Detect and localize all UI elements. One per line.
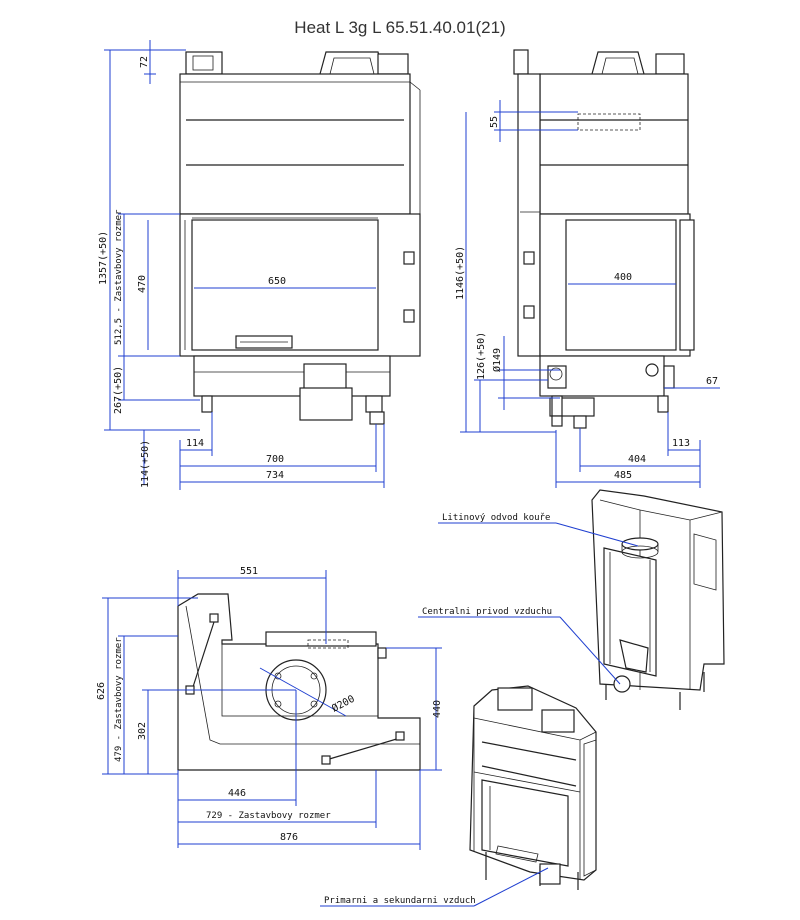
dim-440: 440: [432, 700, 443, 718]
dim-485: 485: [614, 470, 632, 481]
dim-267: 267(+50): [113, 366, 124, 414]
dim-479: 479 - Zastavbovy rozmer: [114, 637, 124, 762]
front-view: 72 1357(+50) 512,5 - Zastavbovy rozmer 4…: [98, 40, 421, 490]
dim-626: 626: [96, 682, 107, 700]
dim-876: 876: [280, 832, 298, 843]
drawing-title: Heat L 3g L 65.51.40.01(21): [294, 18, 506, 37]
dim-1146: 1146(+50): [455, 246, 466, 300]
dim-470: 470: [137, 275, 148, 293]
dim-551: 551: [240, 566, 258, 577]
dim-700: 700: [266, 454, 284, 465]
dim-446: 446: [228, 788, 246, 799]
dim-55: 55: [489, 116, 500, 128]
label-air-primary: Primarni a sekundarni vzduch: [324, 896, 476, 906]
front-dimensions: 72 1357(+50) 512,5 - Zastavbovy rozmer 4…: [98, 40, 385, 490]
callouts: Litinový odvod kouře Centralni privod vz…: [320, 513, 639, 907]
plan-view: 551 626 479 - Zastavbovy rozmer 302 Ø200…: [96, 566, 443, 850]
dim-1357: 1357(+50): [98, 231, 109, 285]
dim-149: Ø149: [491, 348, 503, 372]
dim-72: 72: [139, 56, 150, 68]
iso-view-bottom: [469, 685, 597, 890]
dim-114: 114: [186, 438, 204, 449]
dim-512: 512,5 - Zastavbovy rozmer: [114, 209, 124, 345]
side-view: 55 1146(+50) 400 126(+50) Ø149 67 113 40…: [455, 49, 720, 488]
dim-729: 729 - Zastavbovy rozmer: [206, 811, 331, 821]
dim-302: 302: [137, 722, 148, 740]
dim-650: 650: [268, 276, 286, 287]
plan-dimensions: 551 626 479 - Zastavbovy rozmer 302 Ø200…: [96, 566, 443, 850]
dim-113: 113: [672, 438, 690, 449]
label-air-central: Centralni privod vzduchu: [422, 607, 552, 617]
dim-114-height: 114(+50): [140, 440, 151, 488]
dim-67: 67: [706, 376, 718, 387]
dim-126: 126(+50): [476, 332, 487, 380]
dim-734: 734: [266, 470, 284, 481]
dim-400: 400: [614, 272, 632, 283]
dim-404: 404: [628, 454, 646, 465]
side-dimensions: 55 1146(+50) 400 126(+50) Ø149 67 113 40…: [455, 100, 720, 488]
iso-view-right: [591, 489, 725, 710]
label-flue: Litinový odvod kouře: [442, 513, 550, 523]
